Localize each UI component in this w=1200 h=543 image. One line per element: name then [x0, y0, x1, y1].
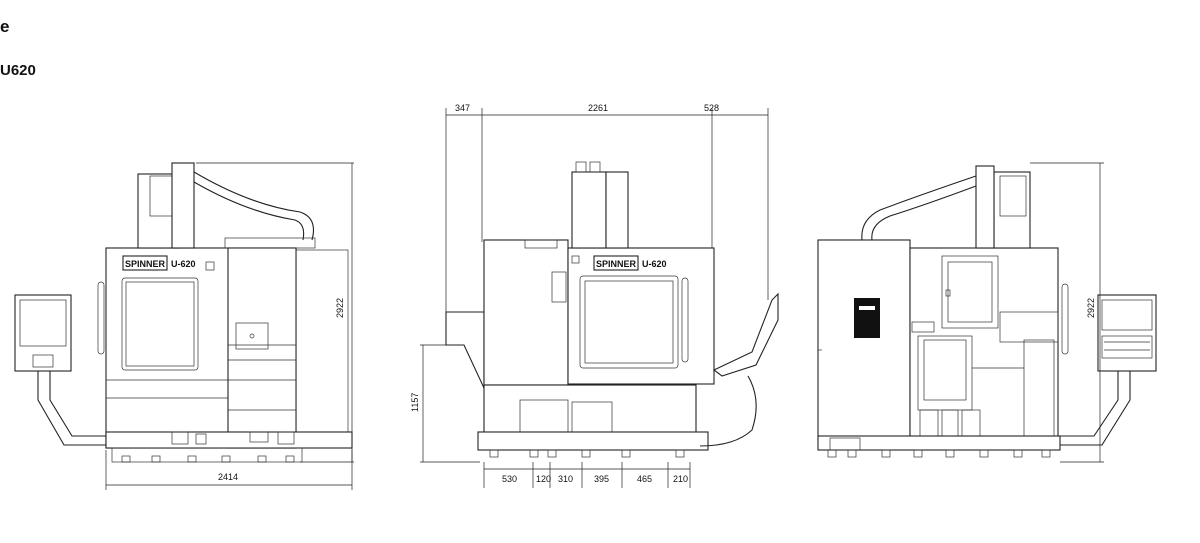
rear-control-panel — [1097, 294, 1157, 372]
rear-electrical-cabinet — [817, 239, 911, 441]
side-bottom-dim-1: 530 — [502, 474, 517, 484]
front-view: SPINNER U-620 2414 — [14, 162, 354, 490]
side-enclosure — [567, 247, 715, 385]
rear-cable-carrier — [861, 175, 977, 241]
rear-warning-label — [854, 298, 880, 338]
side-door-window — [584, 280, 674, 364]
front-panel-arm — [37, 371, 110, 446]
side-base — [477, 431, 709, 451]
rear-column — [993, 171, 1031, 249]
rear-panel-arm — [1060, 371, 1131, 446]
front-logo-plate — [122, 255, 168, 271]
side-top-mid-label: 2261 — [588, 103, 608, 113]
side-model-label: U-620 — [642, 259, 667, 269]
front-base — [111, 447, 303, 463]
side-column — [571, 171, 607, 249]
side-table-height-label: 1157 — [410, 393, 420, 412]
side-bottom-dim-6: 210 — [673, 474, 688, 484]
front-control-panel — [14, 294, 72, 372]
side-panel-arm — [699, 375, 757, 447]
rear-view: 2922 — [817, 162, 1157, 463]
side-bottom-dim-4: 395 — [594, 474, 609, 484]
front-cable-carrier — [193, 171, 315, 241]
rear-enclosure — [909, 247, 1059, 439]
model-heading: U620 — [0, 62, 36, 79]
front-brand-label: SPINNER — [125, 259, 166, 269]
page-heading-fragment: e — [0, 17, 10, 36]
side-bottom-dim-2: 120 — [536, 474, 551, 484]
side-chip-conveyor — [445, 311, 485, 389]
rear-base — [817, 435, 1061, 451]
rear-height-label: 2922 — [1086, 298, 1096, 318]
rear-control-screen — [1101, 299, 1153, 331]
front-height-label: 2922 — [335, 298, 345, 318]
rear-window — [947, 261, 993, 323]
front-door-window — [125, 281, 195, 367]
front-control-screen — [19, 299, 67, 347]
side-control-panel — [712, 292, 779, 377]
front-model-label: U-620 — [171, 259, 196, 269]
side-view: 347 2261 528 SPINNER U-620 — [410, 103, 779, 488]
side-top-right-label: 528 — [704, 103, 719, 113]
side-top-left-label: 347 — [455, 103, 470, 113]
front-width-label: 2414 — [218, 472, 238, 482]
side-bottom-dim-5: 465 — [637, 474, 652, 484]
side-bottom-dim-3: 310 — [558, 474, 573, 484]
side-brand-label: SPINNER — [596, 259, 637, 269]
